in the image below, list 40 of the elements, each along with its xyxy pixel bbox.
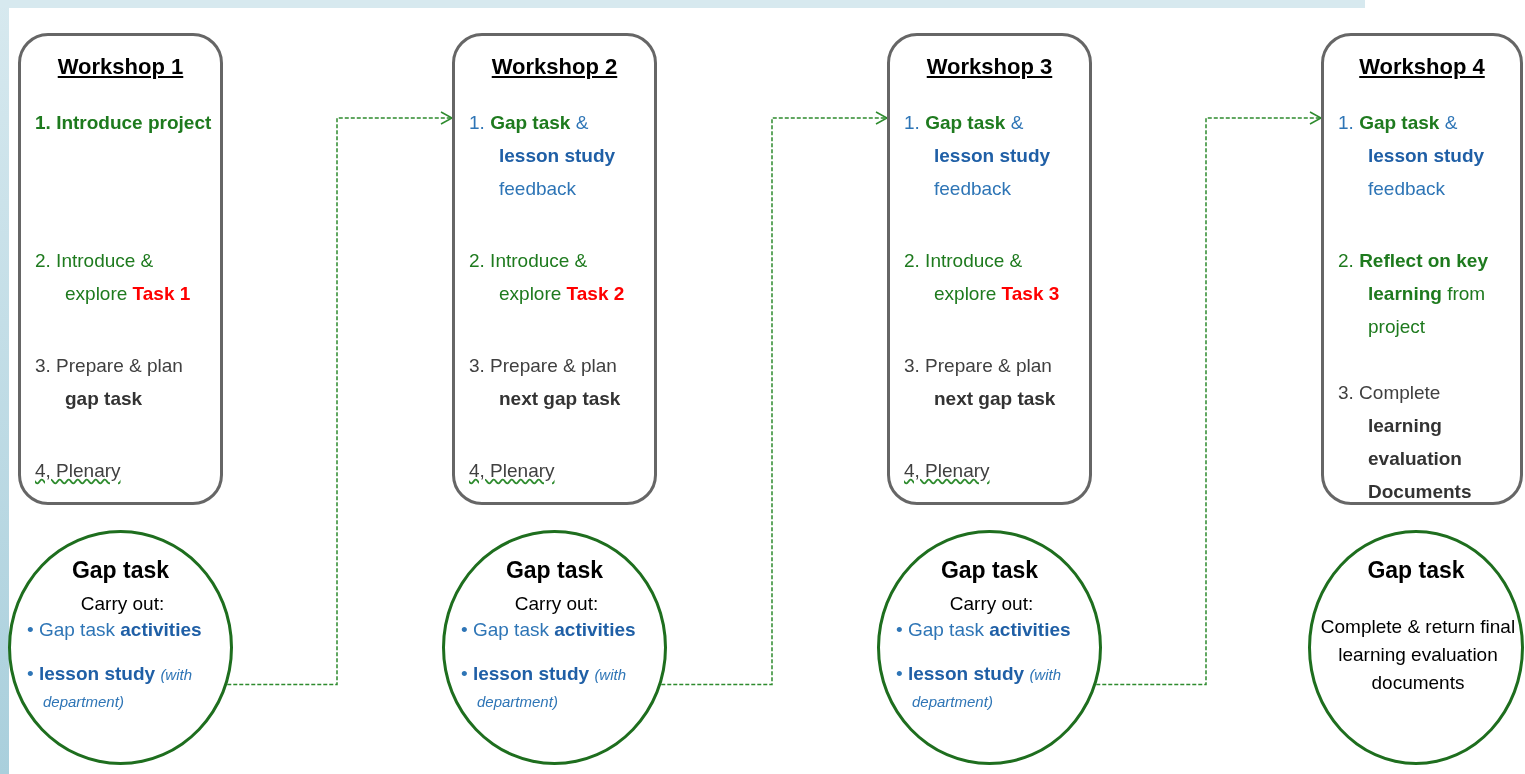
task-text: • Gap task activities bbox=[26, 618, 203, 642]
workshop-box bbox=[1321, 33, 1523, 505]
task-text: • lesson study (with department) bbox=[895, 662, 1063, 712]
agenda-item: 4, Plenary bbox=[469, 459, 556, 483]
task-text: • lesson study (with department) bbox=[460, 662, 628, 712]
task-text: Carry out: bbox=[79, 592, 166, 616]
agenda-item: 1. Gap task & lesson study feedback bbox=[904, 111, 1052, 201]
workshop-heading: Workshop 1 bbox=[57, 54, 184, 79]
gap-task-heading: Gap task bbox=[505, 557, 604, 583]
task-text: • Gap task activities bbox=[895, 618, 1072, 642]
gap-task-heading: Gap task bbox=[1367, 557, 1465, 583]
workshop-heading: Workshop 3 bbox=[926, 54, 1053, 79]
task-text: • Gap task activities bbox=[460, 618, 637, 642]
agenda-item: 3. Prepare & plan gap task bbox=[35, 354, 184, 411]
workshop-heading: Workshop 4 bbox=[1359, 54, 1485, 79]
dashed-arrow bbox=[1095, 111, 1322, 686]
agenda-item: 1. Gap task & lesson study feedback bbox=[469, 111, 617, 201]
gap-task-heading: Gap task bbox=[71, 557, 170, 583]
agenda-item: 2. Introduce & explore Task 2 bbox=[469, 249, 626, 306]
agenda-item: 4, Plenary bbox=[35, 459, 122, 483]
agenda-item: 1. Gap task & lesson study feedback bbox=[1338, 111, 1486, 201]
agenda-item: 2. Introduce & explore Task 1 bbox=[35, 249, 192, 306]
workshop-box bbox=[452, 33, 657, 505]
task-text: Carry out: bbox=[948, 592, 1035, 616]
agenda-item: 4, Plenary bbox=[904, 459, 991, 483]
workshop-box bbox=[887, 33, 1092, 505]
agenda-item: 1. Introduce project bbox=[35, 111, 213, 135]
agenda-item: 3. Prepare & plan next gap task bbox=[904, 354, 1057, 411]
task-text: Complete & return final learning evaluation documents bbox=[1319, 615, 1517, 695]
dashed-arrow bbox=[226, 111, 453, 686]
workshop-heading: Workshop 2 bbox=[491, 54, 618, 79]
task-text: • lesson study (with department) bbox=[26, 662, 194, 712]
workshop-box bbox=[18, 33, 223, 505]
task-text: Carry out: bbox=[513, 592, 600, 616]
gap-task-heading: Gap task bbox=[940, 557, 1039, 583]
agenda-item: 2. Reflect on key learning from project bbox=[1338, 249, 1489, 339]
agenda-item: 3. Prepare & plan next gap task bbox=[469, 354, 622, 411]
dashed-arrow bbox=[660, 111, 888, 686]
agenda-item: 3. Complete learning evaluation Documents bbox=[1338, 381, 1473, 504]
agenda-item: 2. Introduce & explore Task 3 bbox=[904, 249, 1061, 306]
